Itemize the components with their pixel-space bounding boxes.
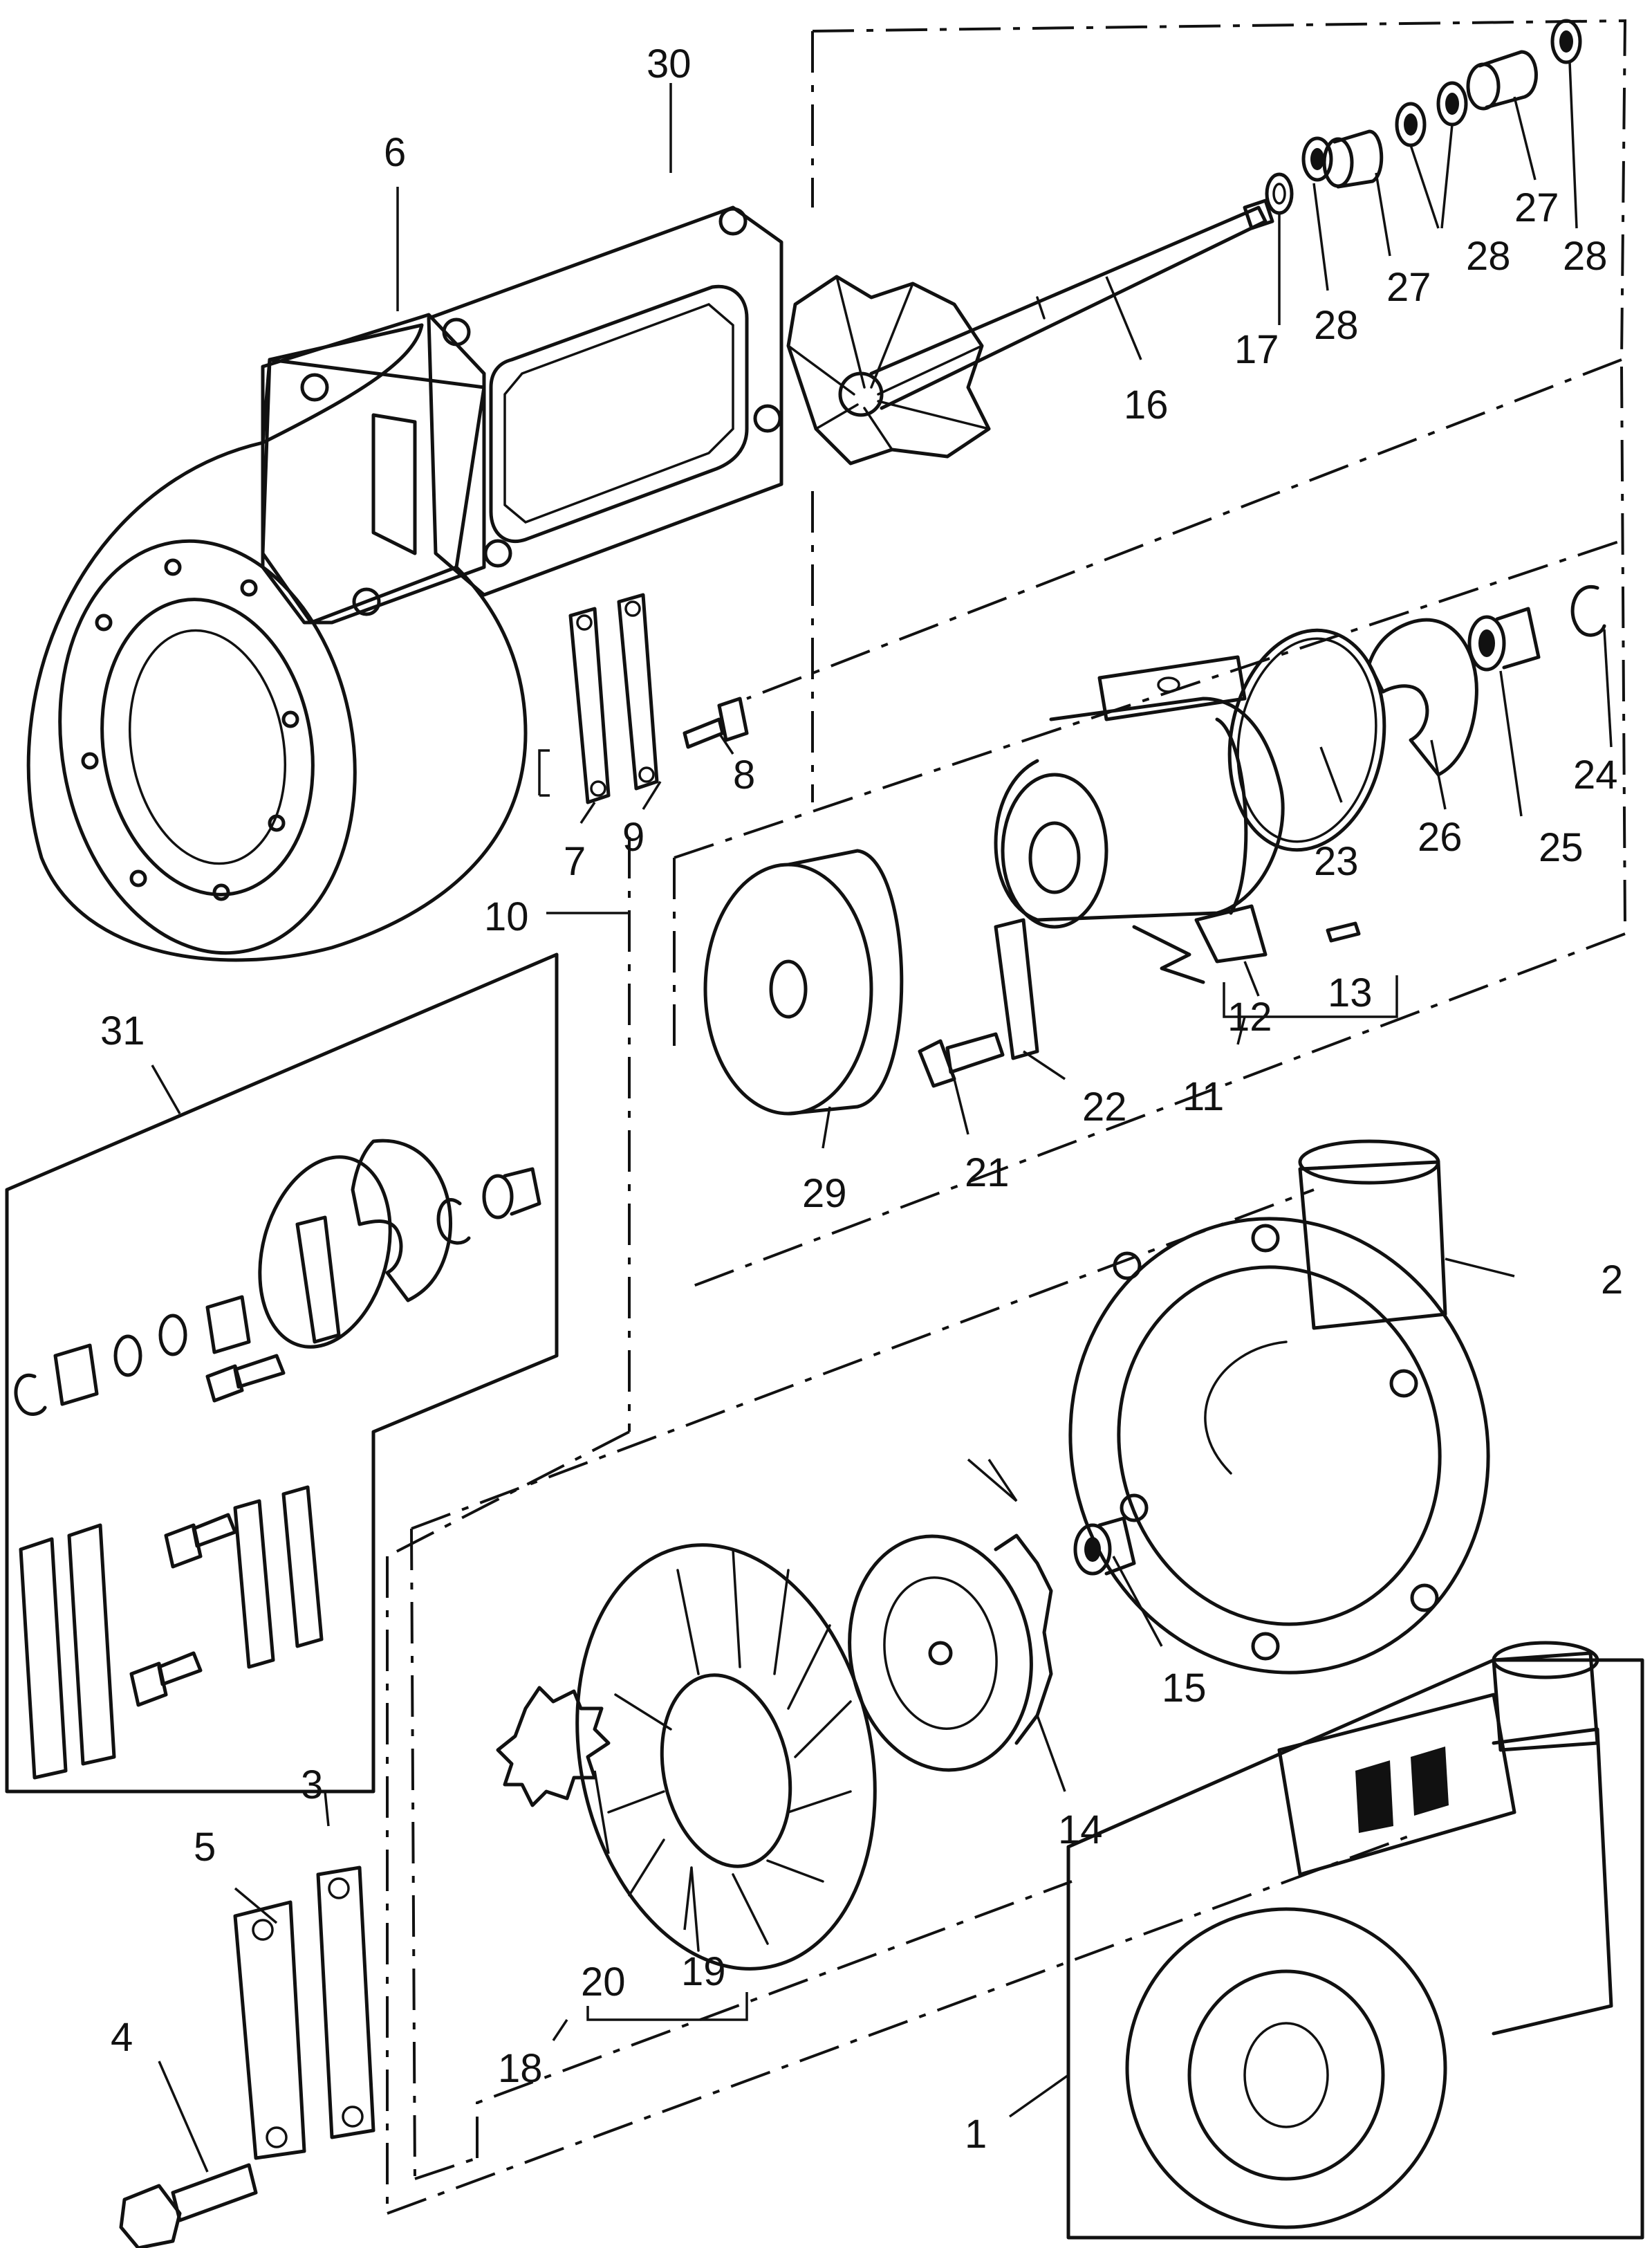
label-part-20: 20 — [581, 1960, 626, 2005]
lock-plates-7-9-drawing — [568, 593, 749, 804]
label-part-31: 31 — [100, 1008, 145, 1053]
label-part-3: 3 — [301, 1762, 323, 1807]
turbine-wheel-shaft-drawing — [786, 199, 1274, 466]
turbocharger-assembly-drawing — [1125, 1641, 1613, 2229]
pin-drawing — [1326, 921, 1361, 943]
label-part-28-c: 28 — [1563, 234, 1608, 279]
repair-kit-contents-drawing — [14, 1139, 541, 1780]
lock-plates-3-5-drawing — [233, 1865, 375, 2160]
diffuser-plate-drawing — [575, 1543, 877, 1971]
label-part-30: 30 — [647, 42, 692, 86]
label-part-28-a: 28 — [1314, 303, 1359, 348]
compressor-wheel-drawing — [848, 1533, 1053, 1772]
label-part-2: 2 — [1601, 1257, 1623, 1302]
label-part-18: 18 — [498, 2046, 543, 2091]
label-part-1: 1 — [965, 2112, 987, 2157]
label-part-4: 4 — [111, 2015, 133, 2060]
label-part-15: 15 — [1162, 1666, 1207, 1711]
label-part-14: 14 — [1058, 1807, 1103, 1852]
label-part-28-b: 28 — [1466, 234, 1511, 279]
o-ring-drawing — [1227, 628, 1386, 852]
label-part-12: 12 — [1227, 995, 1272, 1040]
inset-frame-part-1 — [1066, 1658, 1644, 2240]
assembly-boundary-lines — [386, 19, 1627, 2215]
part-number-labels: 30 6 16 17 28 27 28 27 28 8 7 9 10 23 26… — [100, 42, 1623, 2157]
label-part-5: 5 — [194, 1825, 216, 1870]
label-part-16: 16 — [1124, 383, 1169, 427]
nut-15-drawing — [1073, 1516, 1136, 1576]
label-part-27-a: 27 — [1386, 265, 1431, 310]
lock-plate-22-drawing — [994, 918, 1039, 1060]
turbine-housing-drawing — [26, 313, 528, 962]
label-part-25: 25 — [1539, 825, 1584, 870]
label-part-9: 9 — [622, 815, 644, 860]
label-part-29: 29 — [802, 1171, 847, 1216]
label-part-21: 21 — [965, 1150, 1010, 1195]
bolt-4-drawing — [119, 2163, 258, 2248]
label-part-6: 6 — [384, 130, 406, 175]
gasket-drawing — [427, 205, 783, 597]
leader-lines — [151, 62, 1613, 2173]
compressor-housing-drawing — [1068, 1139, 1490, 1675]
snap-ring-drawing — [1570, 584, 1606, 637]
label-part-22: 22 — [1082, 1085, 1127, 1130]
label-part-11: 11 — [1182, 1074, 1224, 1119]
label-part-27-b: 27 — [1514, 185, 1559, 230]
label-part-17: 17 — [1234, 327, 1279, 372]
shaft-rings-and-bearings — [1265, 19, 1582, 215]
label-part-26: 26 — [1418, 815, 1463, 860]
thrust-spacer-drawing — [1467, 607, 1541, 672]
kit-frame-part-31 — [5, 952, 559, 1794]
thrust-collar-drawing — [1367, 618, 1478, 777]
label-part-13: 13 — [1328, 970, 1373, 1015]
label-part-10: 10 — [484, 894, 529, 939]
retaining-ring-20-drawing — [496, 1686, 611, 1807]
back-plate-drawing — [703, 849, 904, 1116]
label-part-8: 8 — [733, 753, 755, 798]
label-part-23: 23 — [1314, 839, 1359, 884]
label-part-24: 24 — [1573, 753, 1618, 798]
bolt-21-drawing — [918, 1032, 1005, 1088]
center-housing-drawing — [994, 655, 1285, 984]
label-part-19: 19 — [681, 1949, 726, 1994]
label-part-7: 7 — [564, 839, 586, 884]
